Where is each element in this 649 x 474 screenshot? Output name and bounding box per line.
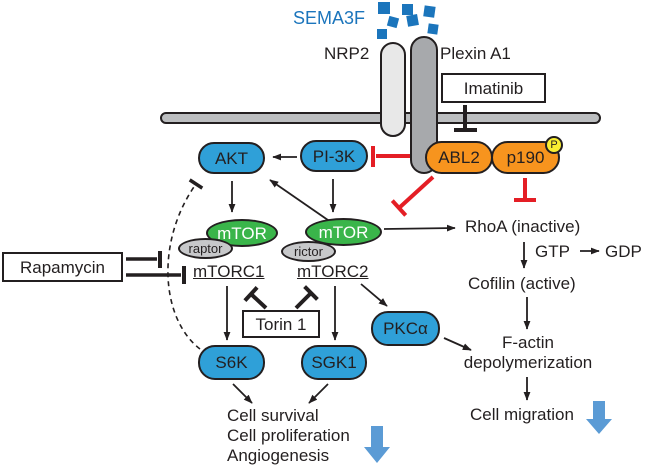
tbar-rapamycin-to-mtorc1 bbox=[126, 266, 186, 284]
factin-label: F-actin depolymerization bbox=[455, 333, 601, 373]
pkca-label: PKCα bbox=[383, 319, 428, 338]
tbar-torin1-to-mtorc2 bbox=[294, 285, 319, 310]
cofilin-label: Cofilin (active) bbox=[468, 274, 576, 293]
mtor-label: mTOR bbox=[318, 222, 369, 242]
mtorc1-label: mTORC1 bbox=[193, 262, 265, 281]
sgk1-label: SGK1 bbox=[311, 353, 357, 372]
gtp-label: GTP bbox=[535, 242, 570, 261]
arrow-sgk1-to-outcomes bbox=[308, 383, 329, 404]
outcome-cell-proliferation: Cell proliferation bbox=[227, 426, 350, 445]
pkca-node: PKCα bbox=[371, 311, 440, 346]
s6k-label: S6K bbox=[215, 353, 248, 372]
raptor-label: raptor bbox=[188, 241, 223, 256]
outcome-angiogenesis: Angiogenesis bbox=[227, 446, 330, 465]
sema3f-label: SEMA3F bbox=[293, 8, 366, 28]
rhoa-label: RhoA (inactive) bbox=[465, 217, 581, 236]
torin1-box: Torin 1 bbox=[242, 310, 320, 338]
down-arrow-outcomes-icon bbox=[364, 426, 390, 463]
tbar-torin1-to-mtorc1 bbox=[243, 286, 268, 310]
tbar-rapamycin-to-raptor bbox=[126, 251, 162, 268]
phospho-label: P bbox=[550, 139, 558, 151]
phospho-badge: P bbox=[545, 136, 563, 154]
outcomes-list: Cell survival Cell proliferation Angioge… bbox=[227, 406, 350, 466]
arrow-mtorc2-to-pkca bbox=[360, 283, 388, 307]
imatinib-label: Imatinib bbox=[463, 78, 524, 98]
imatinib-box: Imatinib bbox=[441, 73, 546, 103]
factin-line1: F-actin bbox=[502, 333, 554, 352]
abl2-label: ABL2 bbox=[438, 148, 480, 167]
red-inhibition-abl2-to-mtorc2 bbox=[390, 175, 435, 217]
mtor-label: mTOR bbox=[217, 223, 267, 243]
rictor-ellipse: rictor bbox=[281, 241, 336, 262]
p190-label: p190 bbox=[506, 148, 545, 167]
cell-migration-label: Cell migration bbox=[470, 405, 574, 424]
down-arrow-migration-icon bbox=[586, 401, 612, 434]
akt-label: AKT bbox=[214, 148, 249, 168]
torin1-label: Torin 1 bbox=[255, 314, 307, 334]
plexin-a1-label: Plexin A1 bbox=[440, 44, 511, 63]
arrow-mtorc2-to-rhoa bbox=[383, 224, 456, 232]
s6k-node: S6K bbox=[198, 345, 265, 380]
gdp-label: GDP bbox=[605, 242, 642, 261]
mtorc2-label: mTORC2 bbox=[297, 262, 369, 281]
rictor-label: rictor bbox=[294, 244, 323, 259]
raptor-ellipse: raptor bbox=[178, 238, 233, 259]
outcome-cell-survival: Cell survival bbox=[227, 406, 319, 425]
akt-node: AKT bbox=[198, 142, 265, 174]
rapamycin-label: Rapamycin bbox=[19, 257, 106, 277]
arrow-s6k-to-outcomes bbox=[232, 383, 253, 404]
pi3k-label: PI-3K bbox=[312, 146, 356, 166]
rapamycin-box: Rapamycin bbox=[2, 252, 123, 282]
abl2-node: ABL2 bbox=[425, 141, 493, 174]
nrp2-label: NRP2 bbox=[324, 44, 370, 63]
pi3k-node: PI-3K bbox=[300, 140, 368, 172]
nrp2-receptor bbox=[380, 42, 406, 137]
sgk1-node: SGK1 bbox=[301, 345, 367, 380]
factin-line2: depolymerization bbox=[463, 353, 593, 372]
sema3f-particle-icons bbox=[377, 2, 439, 39]
red-inhibition-p190-to-rhoa bbox=[514, 178, 536, 202]
